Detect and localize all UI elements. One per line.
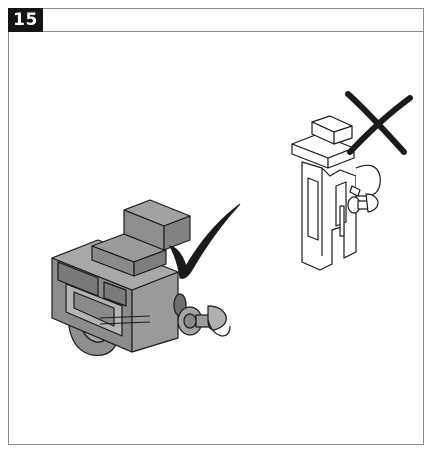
step-frame	[8, 8, 424, 445]
cross-icon	[345, 91, 413, 155]
correct-clamp-figure	[51, 199, 231, 357]
checkmark-icon	[169, 203, 241, 279]
step-number-badge: 15	[8, 8, 43, 32]
incorrect-clamp-figure	[291, 115, 381, 271]
header-divider	[8, 31, 424, 32]
